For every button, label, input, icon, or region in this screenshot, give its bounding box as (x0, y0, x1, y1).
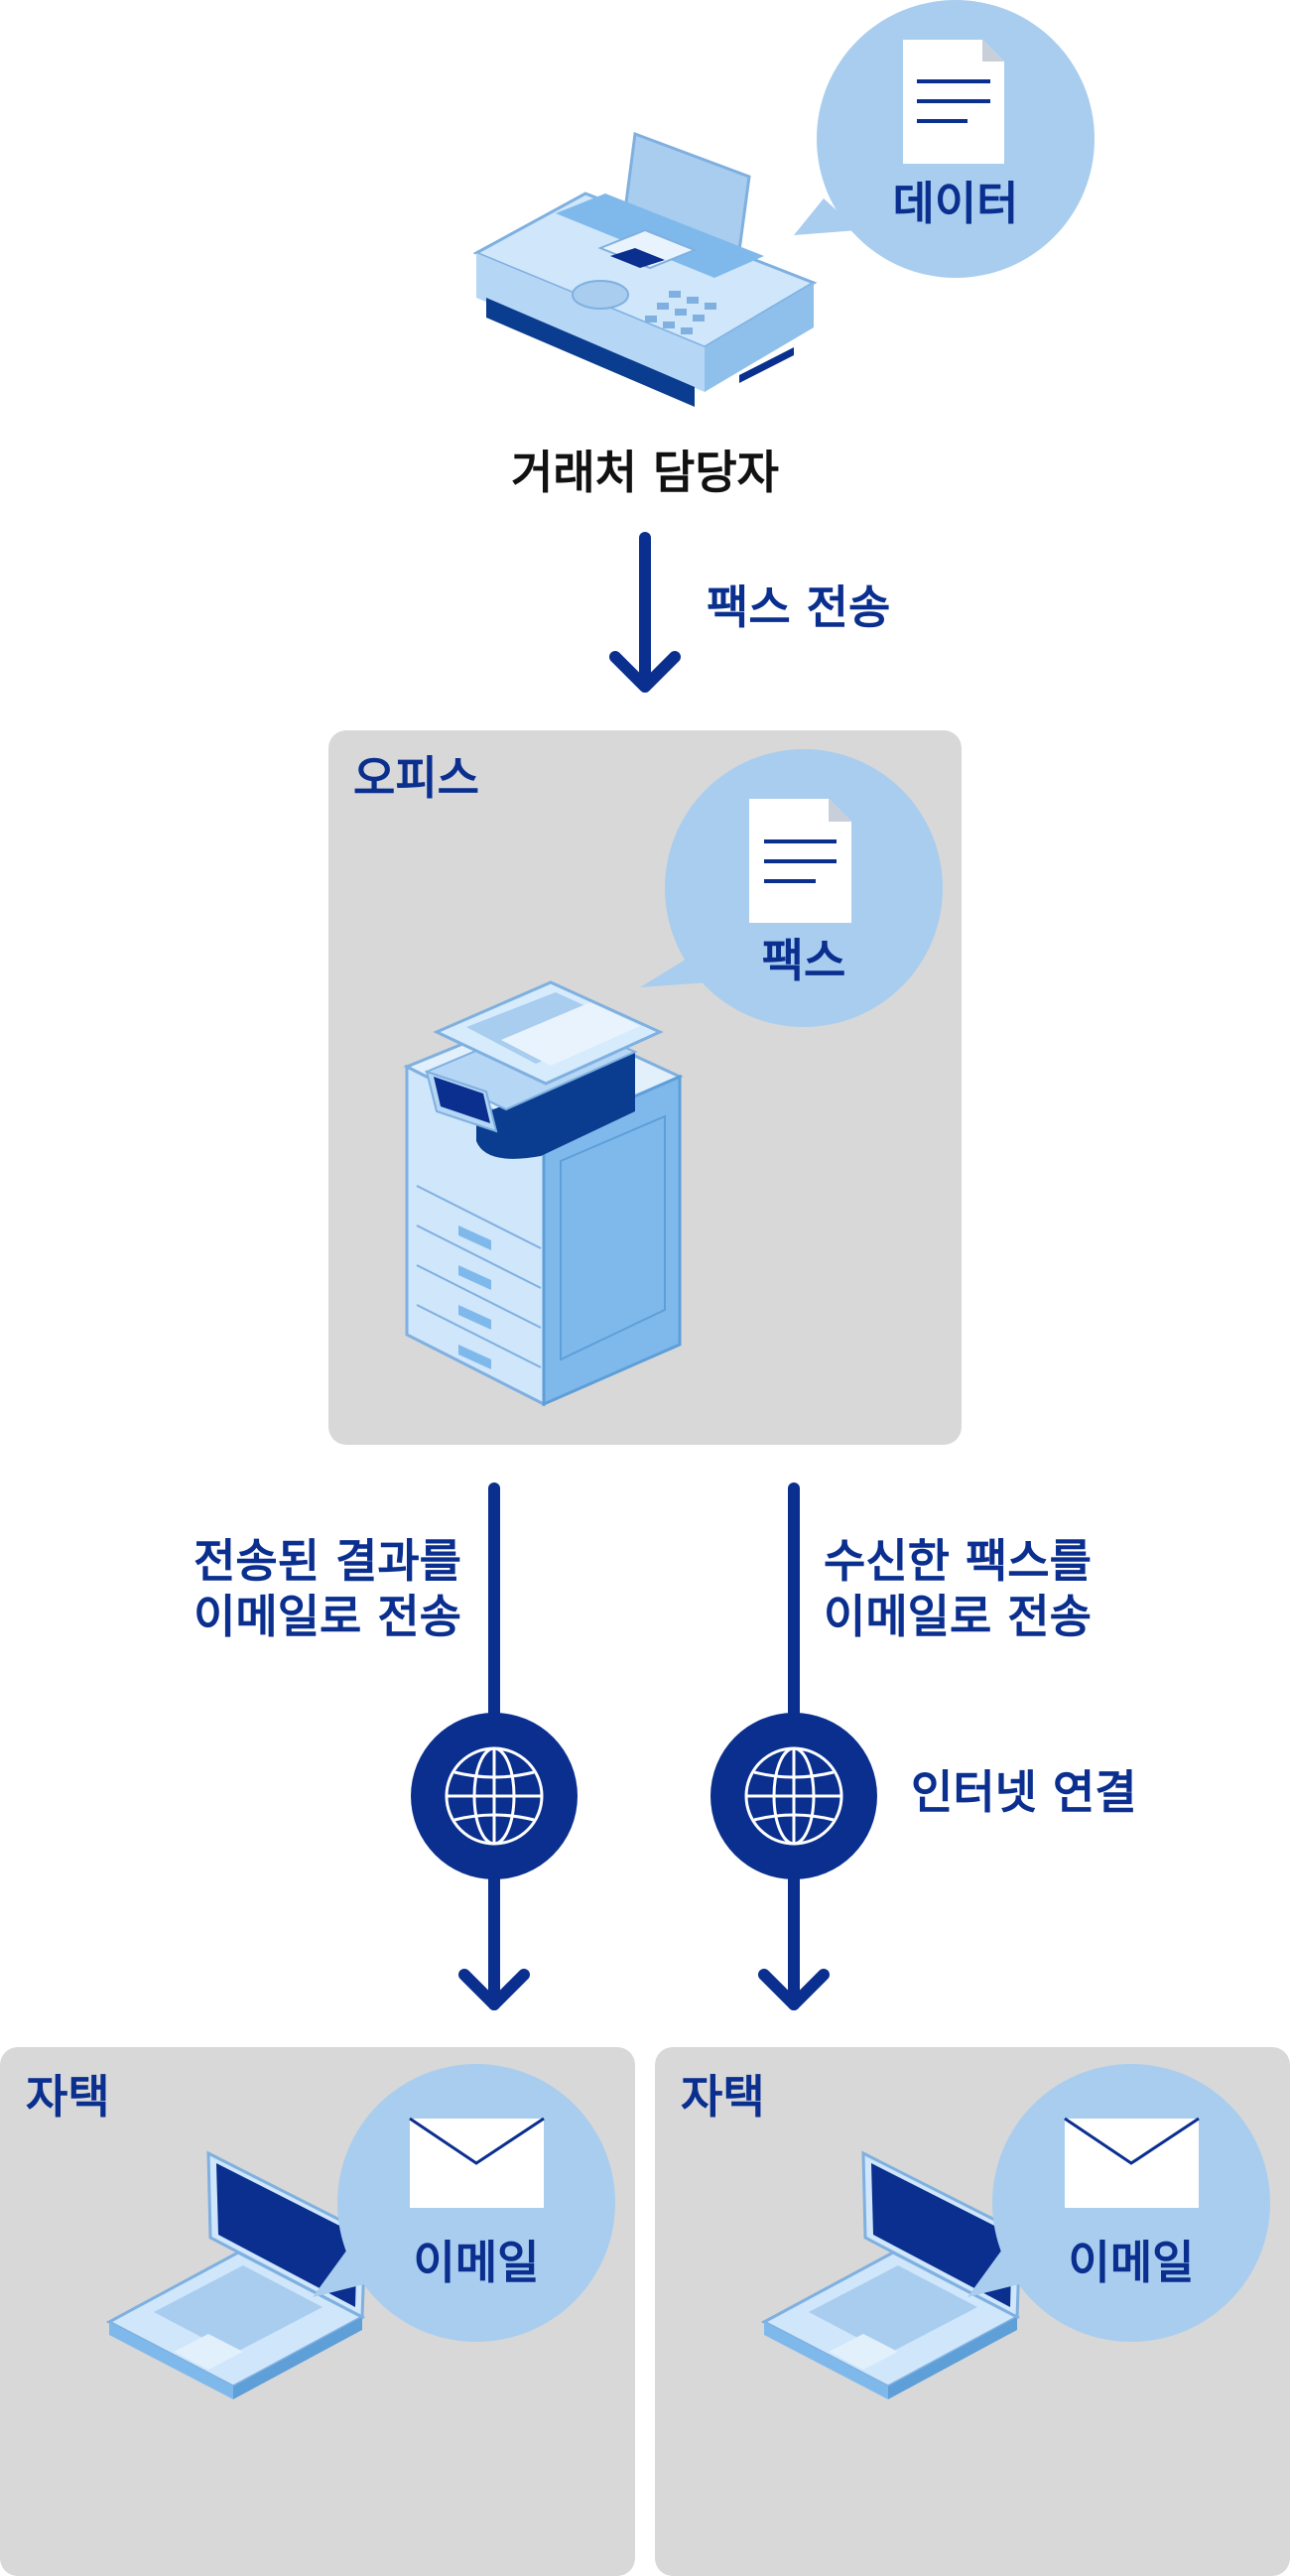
arrow-fax-send (609, 532, 681, 693)
right-flow-label-line1: 수신한 팩스를 (824, 1534, 1092, 1588)
fax-machine-icon (472, 131, 818, 407)
home-right-bubble-label: 이메일 (1068, 2236, 1195, 2289)
data-bubble-label: 데이터 (892, 177, 1019, 230)
fax-send-label: 팩스 전송 (707, 580, 891, 634)
laptop-icon-right (760, 2150, 1022, 2399)
home-left-bubble-label: 이메일 (413, 2236, 540, 2289)
fax-bubble-label: 팩스 (761, 934, 846, 987)
fax-document-icon (749, 799, 851, 923)
office-title: 오피스 (353, 751, 479, 805)
left-flow-label-line1: 전송된 결과를 (194, 1534, 461, 1588)
globe-icon-left (411, 1713, 578, 1879)
document-icon (903, 40, 1004, 164)
home-left-title: 자택 (26, 2070, 110, 2124)
printer-icon (403, 980, 684, 1407)
envelope-icon-left (409, 2117, 545, 2208)
home-right-title: 자택 (681, 2070, 765, 2124)
globe-icon-right (710, 1713, 877, 1879)
laptop-icon-left (105, 2150, 367, 2399)
right-flow-label-line2: 이메일로 전송 (824, 1590, 1092, 1643)
envelope-icon-right (1064, 2117, 1200, 2208)
sender-caption: 거래처 담당자 (511, 446, 779, 499)
left-flow-label-line2: 이메일로 전송 (194, 1590, 461, 1643)
internet-label: 인터넷 연결 (911, 1765, 1137, 1819)
